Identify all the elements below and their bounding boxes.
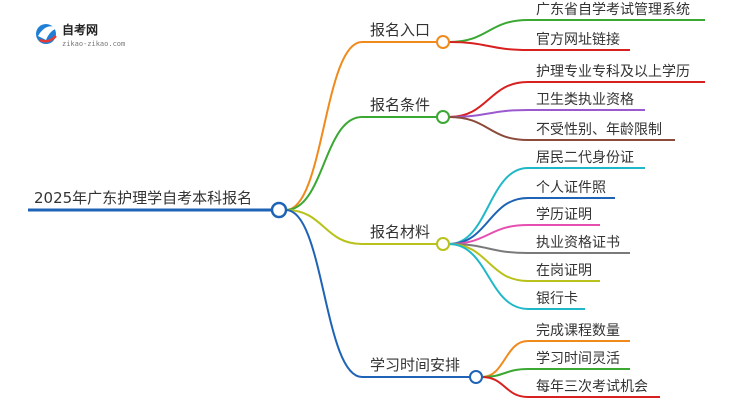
leaf-connector <box>448 243 529 310</box>
leaf-label: 学历证明 <box>536 207 592 223</box>
leaf-connector <box>448 197 529 245</box>
branch-label: 报名材料 <box>370 223 430 241</box>
leaf-label: 居民二代身份证 <box>536 150 634 166</box>
leaf-label: 护理专业专科及以上学历 <box>536 64 690 80</box>
logo-subtitle: zikao-zikao.com <box>62 40 125 48</box>
leaf-label: 在岗证明 <box>536 263 592 279</box>
leaf-connector <box>448 19 529 43</box>
branch-node-circle[interactable] <box>469 370 483 384</box>
logo-mark-icon <box>36 24 58 44</box>
leaf-connector <box>448 116 529 141</box>
leaf-connector <box>448 109 529 118</box>
branch-connector <box>285 209 363 378</box>
leaf-label: 广东省自学考试管理系统 <box>536 2 690 18</box>
branch-label: 学习时间安排 <box>370 356 460 374</box>
connector-layer <box>28 19 705 398</box>
branch-node-circle[interactable] <box>436 110 450 124</box>
root-node-circle[interactable] <box>270 201 288 219</box>
leaf-connector <box>448 81 529 118</box>
leaf-connector <box>481 376 529 398</box>
leaf-connector <box>448 167 529 245</box>
leaf-connector <box>481 340 529 378</box>
leaf-connector <box>448 41 529 51</box>
logo: 自考网 zikao-zikao.com <box>36 22 125 48</box>
leaf-label: 官方网址链接 <box>536 31 620 48</box>
leaf-label: 卫生类执业资格 <box>536 92 634 108</box>
leaf-label: 每年三次考试机会 <box>536 379 648 395</box>
branch-label: 报名条件 <box>370 96 430 114</box>
leaf-label: 执业资格证书 <box>536 235 620 251</box>
root-label: 2025年广东护理学自考本科报名 <box>34 189 252 207</box>
leaf-connector <box>481 368 529 378</box>
branch-node-circle[interactable] <box>436 35 450 49</box>
leaf-label: 不受性别、年龄限制 <box>536 122 662 138</box>
branch-label: 报名入口 <box>370 21 430 39</box>
leaf-label: 银行卡 <box>536 291 578 307</box>
branch-connector <box>285 116 363 211</box>
leaf-label: 个人证件照 <box>536 180 606 196</box>
branch-node-circle[interactable] <box>436 237 450 251</box>
branch-connector <box>285 41 363 211</box>
leaf-label: 学习时间灵活 <box>536 351 620 367</box>
branch-connector <box>285 209 363 245</box>
logo-title: 自考网 <box>62 22 98 37</box>
leaf-label: 完成课程数量 <box>536 323 620 339</box>
